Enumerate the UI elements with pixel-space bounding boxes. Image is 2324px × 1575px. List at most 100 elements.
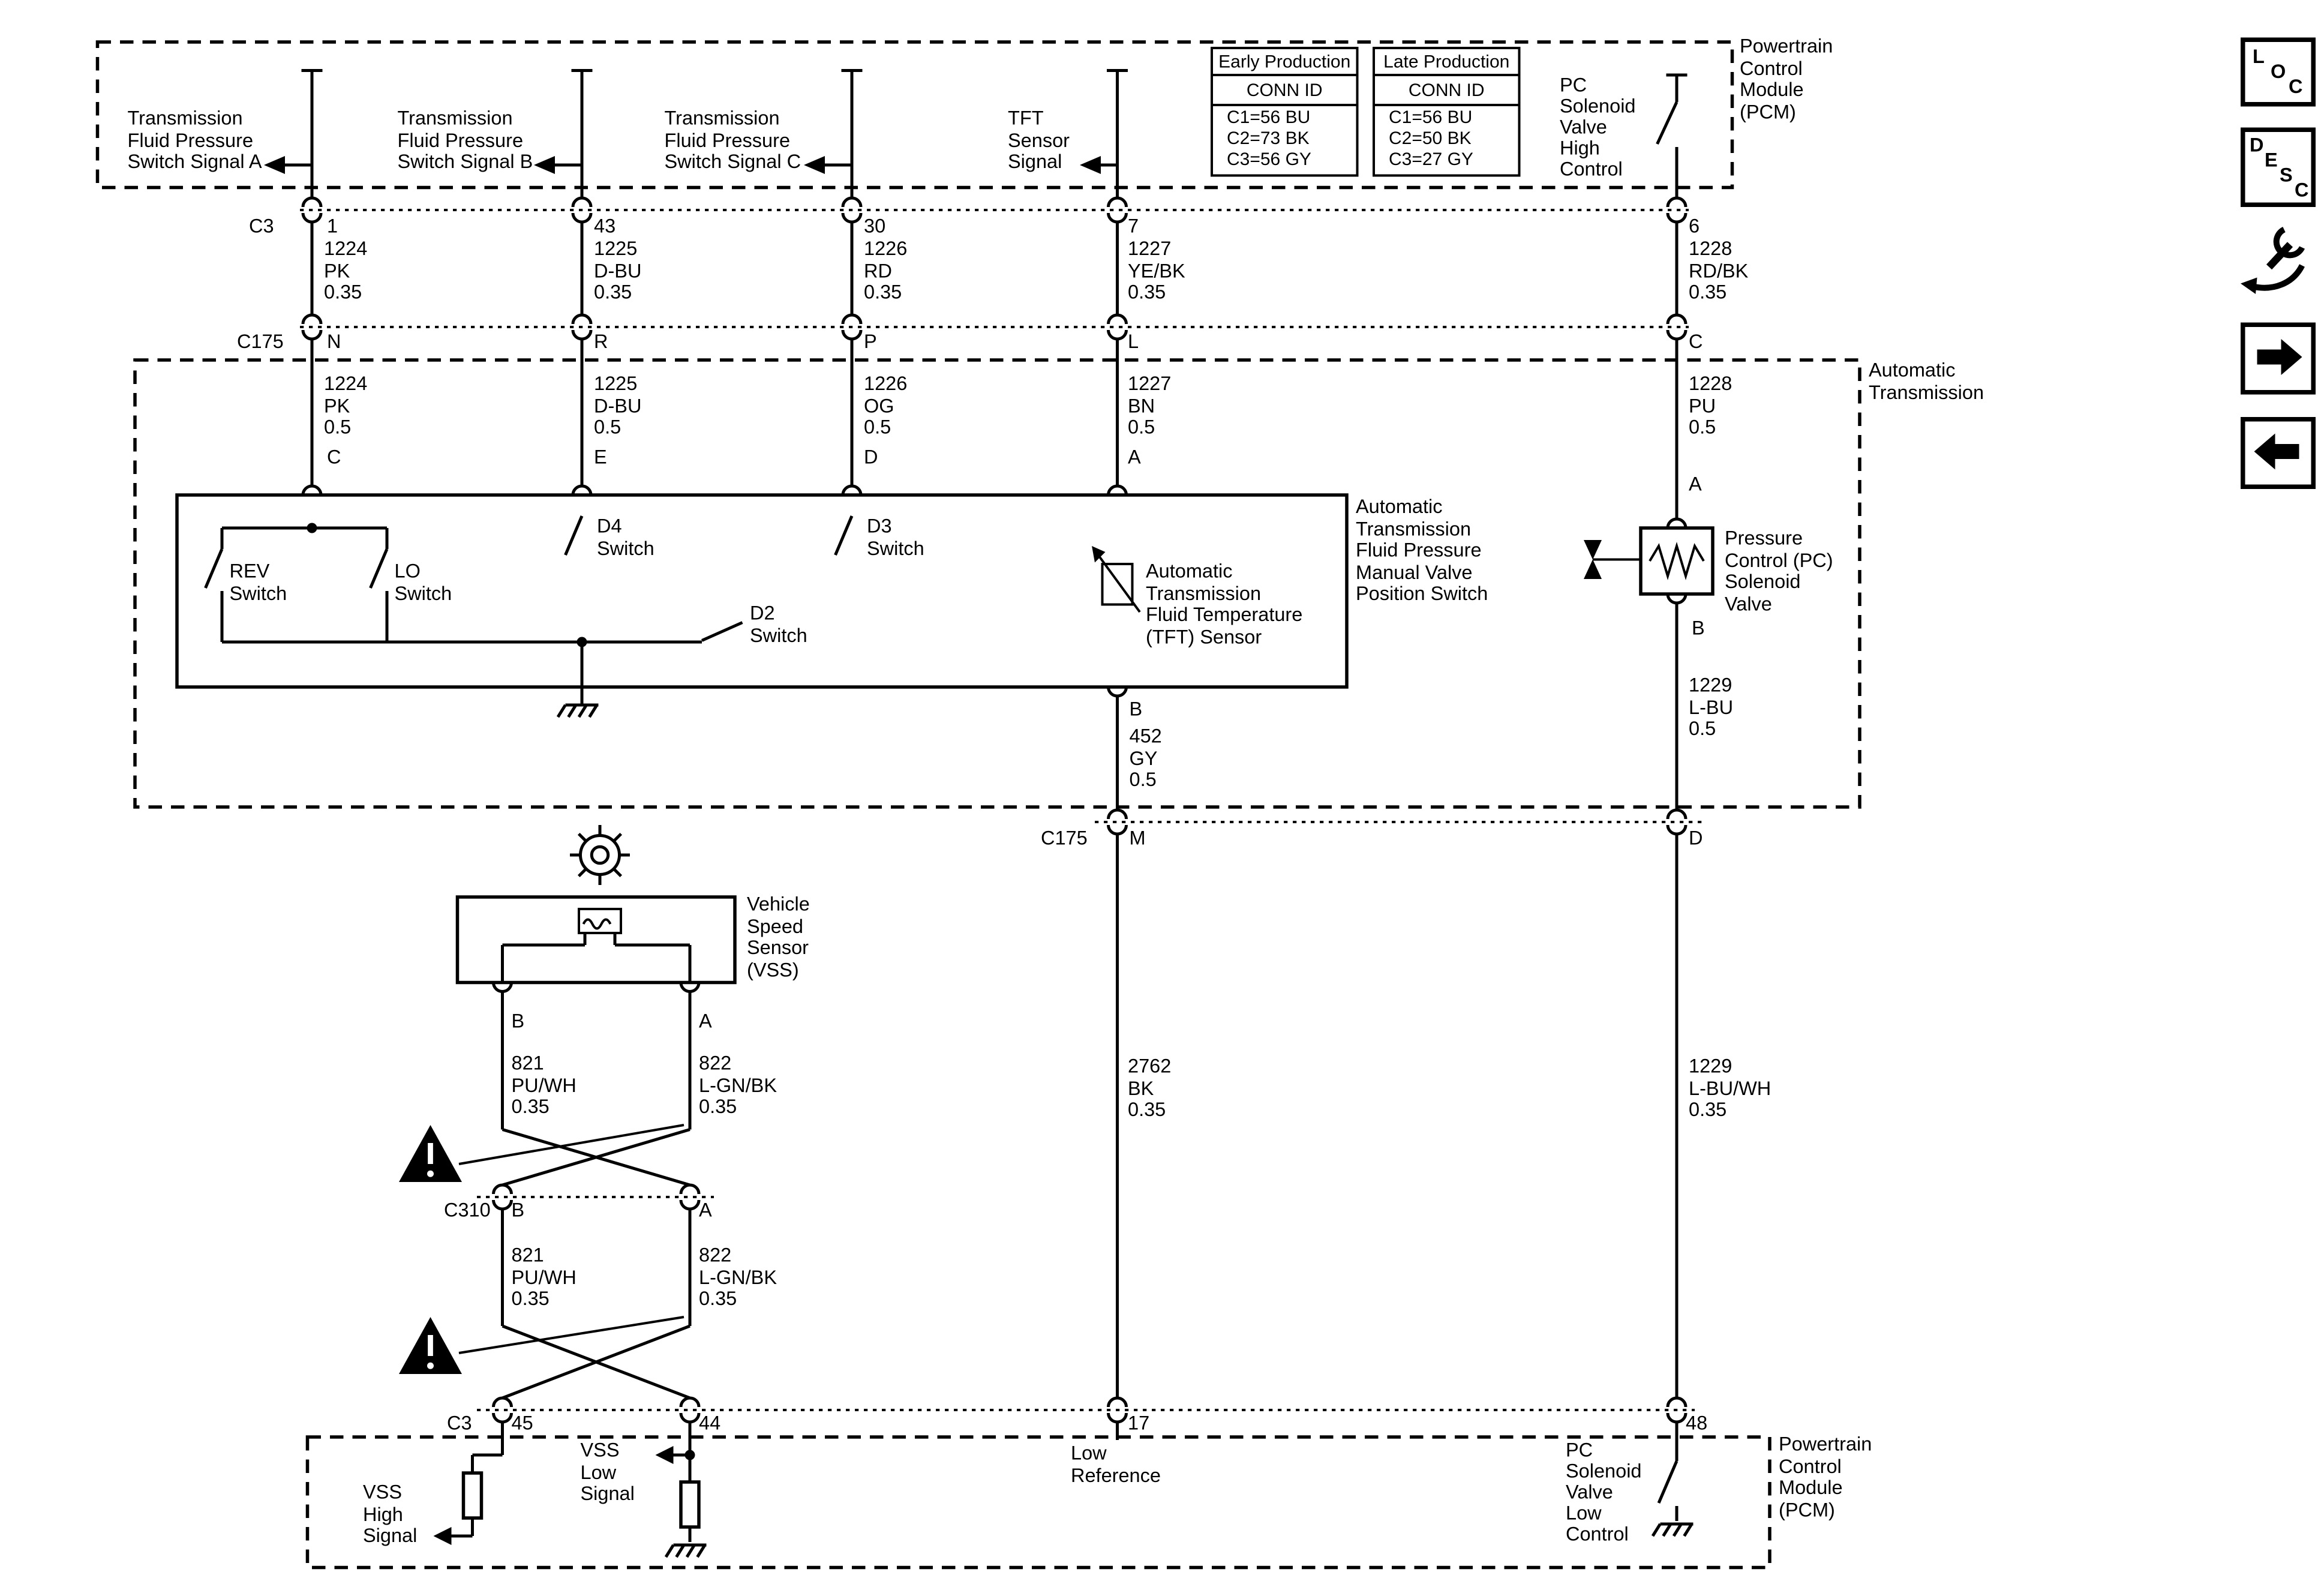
wire-label-1225b: 1225 D-BU 0.5 bbox=[594, 372, 642, 439]
late-row: C3=27 GY bbox=[1389, 148, 1473, 170]
wire-label-1226b: 1226 OG 0.5 bbox=[864, 372, 908, 439]
arrow-right-icon bbox=[2257, 339, 2302, 375]
vss-low-label: VSS Low Signal bbox=[580, 1438, 635, 1505]
warning-icon bbox=[399, 1317, 462, 1374]
lo-switch-icon bbox=[369, 548, 389, 589]
vss-assembly bbox=[455, 825, 737, 1130]
manual-valve-label: Automatic Transmission Fluid Pressure Ma… bbox=[1356, 495, 1488, 605]
early-table-title: Early Production bbox=[1218, 51, 1351, 72]
signal-c-label: Transmission Fluid Pressure Switch Signa… bbox=[664, 106, 801, 173]
c310-wires bbox=[501, 1209, 692, 1326]
wire-label-1229: 1229 L-BU 0.5 bbox=[1689, 673, 1734, 740]
connector-name-c310: C310 bbox=[444, 1198, 491, 1221]
loc-letter: C bbox=[2289, 75, 2303, 98]
junction-dot bbox=[307, 523, 317, 533]
wire-label-1227: 1227 YE/BK 0.35 bbox=[1128, 237, 1185, 304]
tft-signal-label: TFT Sensor Signal bbox=[1008, 106, 1070, 173]
twisted-pair-2 bbox=[458, 1316, 690, 1400]
ground-icon bbox=[664, 1543, 707, 1558]
pin-label: M bbox=[1129, 826, 1146, 849]
wire-label-1226: 1226 RD 0.35 bbox=[864, 237, 908, 304]
junction-dot bbox=[684, 1450, 695, 1460]
pin-label: A bbox=[699, 1009, 712, 1032]
arrow-left-icon bbox=[655, 1446, 674, 1464]
lo-switch-label: LO Switch bbox=[394, 559, 452, 604]
pin-label: 44 bbox=[699, 1411, 721, 1434]
tft-sensor-label: Automatic Transmission Fluid Temperature… bbox=[1146, 559, 1303, 648]
desc-letter: C bbox=[2295, 178, 2309, 201]
pin-label: R bbox=[594, 330, 608, 353]
connector-icon bbox=[492, 1183, 701, 1211]
rev-switch-icon bbox=[204, 548, 224, 589]
pin-label: B bbox=[1129, 697, 1143, 720]
wire-label-822b: 822 L-GN/BK 0.35 bbox=[699, 1243, 777, 1310]
loc-button[interactable]: L O C bbox=[2241, 37, 2316, 107]
d3-switch-label: D3 Switch bbox=[867, 514, 924, 559]
pin-label: N bbox=[327, 330, 341, 353]
connector-icon bbox=[301, 313, 1688, 341]
arrow-left-icon bbox=[2254, 433, 2299, 470]
tft-sensor-icon bbox=[1092, 546, 1141, 613]
pc-valve-label: Pressure Control (PC) Solenoid Valve bbox=[1725, 526, 1833, 615]
next-button[interactable] bbox=[2241, 322, 2316, 395]
wire-label-1224b: 1224 PK 0.5 bbox=[324, 372, 368, 439]
arrow-left-icon bbox=[534, 156, 555, 174]
vss-sensor-icon bbox=[578, 908, 622, 934]
ground-icon bbox=[1651, 1522, 1694, 1537]
connector-icon bbox=[301, 196, 1688, 224]
desc-button[interactable]: D E S C bbox=[2241, 127, 2316, 207]
connector-icon bbox=[492, 1396, 1688, 1424]
signal-a-label: Transmission Fluid Pressure Switch Signa… bbox=[127, 106, 262, 173]
pin-label: B bbox=[511, 1009, 525, 1032]
ground-icon bbox=[556, 703, 599, 718]
early-table-header: CONN ID bbox=[1246, 79, 1323, 101]
late-table-title: Late Production bbox=[1383, 51, 1510, 72]
connector-name-c3: C3 bbox=[249, 214, 274, 237]
d2-switch-label: D2 Switch bbox=[750, 601, 807, 646]
wire-label-821: 821 PU/WH 0.35 bbox=[511, 1051, 577, 1118]
wire-label-452: 452 GY 0.5 bbox=[1129, 724, 1162, 791]
wire-label-822: 822 L-GN/BK 0.35 bbox=[699, 1051, 777, 1118]
signal-b-label: Transmission Fluid Pressure Switch Signa… bbox=[397, 106, 533, 173]
resistor-icon bbox=[461, 1471, 484, 1520]
pc-low-label: PC Solenoid Valve Low Control bbox=[1566, 1438, 1642, 1545]
connector-name-c175: C175 bbox=[1041, 826, 1088, 849]
late-table-header: CONN ID bbox=[1408, 79, 1485, 101]
switch-icon bbox=[1656, 75, 1679, 198]
pin-label: L bbox=[1128, 330, 1139, 353]
switch-icon bbox=[1657, 1460, 1679, 1504]
gear-icon bbox=[570, 825, 630, 885]
early-row: C1=56 BU bbox=[1227, 106, 1311, 128]
wire-label-2762: 2762 BK 0.35 bbox=[1128, 1054, 1172, 1121]
rev-switch-label: REV Switch bbox=[229, 559, 287, 604]
d2-switch-icon bbox=[701, 621, 743, 642]
connector-name-c175: C175 bbox=[237, 330, 284, 353]
pin-label: A bbox=[699, 1198, 712, 1221]
pc-solenoid-icon bbox=[1584, 517, 1715, 605]
desc-letter: E bbox=[2265, 148, 2278, 171]
connector-rows bbox=[300, 196, 1704, 1424]
desc-letter: S bbox=[2280, 163, 2293, 186]
back-button[interactable] bbox=[2241, 417, 2316, 489]
pin-label: B bbox=[511, 1198, 525, 1221]
early-row: C3=56 GY bbox=[1227, 148, 1311, 170]
wire-label-1225: 1225 D-BU 0.35 bbox=[594, 237, 642, 304]
pin-label: 48 bbox=[1686, 1411, 1708, 1434]
vss-label: Vehicle Speed Sensor (VSS) bbox=[747, 892, 810, 981]
low-reference-label: Low Reference bbox=[1071, 1441, 1161, 1486]
loc-letter: L bbox=[2253, 45, 2265, 68]
pin-label: E bbox=[594, 445, 607, 468]
valve-icon bbox=[1584, 540, 1602, 560]
pin-label: 6 bbox=[1689, 214, 1700, 237]
warning-icon bbox=[399, 1125, 462, 1182]
pin-label: C bbox=[327, 445, 341, 468]
wire-label-1227b: 1227 BN 0.5 bbox=[1128, 372, 1172, 439]
pin-label: 43 bbox=[594, 214, 616, 237]
d3-switch-icon bbox=[834, 515, 854, 556]
pcm-bottom-label: Powertrain Control Module (PCM) bbox=[1779, 1432, 1872, 1521]
wrench-arrow-button[interactable] bbox=[2235, 222, 2316, 300]
pin-label: P bbox=[864, 330, 877, 353]
early-row: C2=73 BK bbox=[1227, 127, 1310, 149]
